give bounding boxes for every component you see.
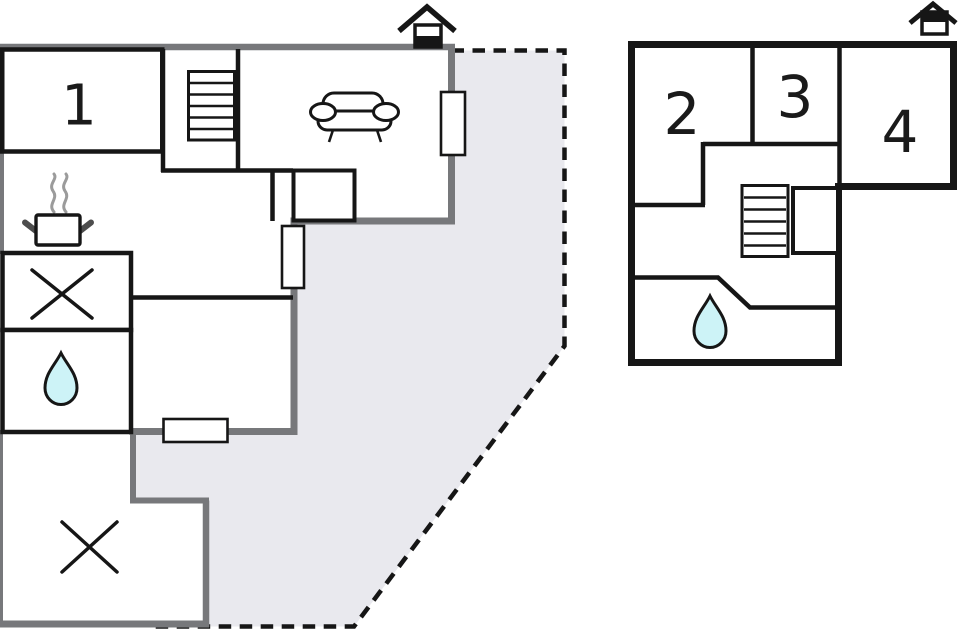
water-droplet-icon-upper bbox=[692, 292, 728, 349]
house-lower-level-icon bbox=[397, 3, 457, 49]
cross-marker-icon-upper bbox=[30, 268, 94, 320]
ground-interior-walls bbox=[0, 47, 357, 435]
water-droplet-icon-ground bbox=[43, 349, 79, 406]
room-3-label: 3 bbox=[777, 63, 814, 131]
staircase-icon-upper bbox=[740, 184, 840, 258]
room-2-label: 2 bbox=[664, 80, 701, 148]
steam-icon bbox=[50, 172, 69, 214]
bathroom-wall bbox=[631, 275, 838, 310]
plot-boundary-dashed-line bbox=[150, 48, 567, 629]
cross-marker-icon-lower bbox=[60, 520, 119, 574]
room-4-label: 4 bbox=[882, 98, 919, 166]
stove-pot-icon bbox=[22, 172, 94, 247]
room-1-label: 1 bbox=[61, 74, 97, 139]
openings bbox=[162, 90, 467, 444]
closet-walls bbox=[291, 168, 357, 223]
ground-floor-plan: 1 bbox=[0, 3, 567, 629]
staircase-icon bbox=[187, 70, 236, 142]
room-1-walls bbox=[0, 47, 165, 154]
window-marker-right bbox=[439, 90, 467, 157]
house-upper-level-icon bbox=[908, 0, 958, 36]
bathroom-walls bbox=[0, 327, 134, 435]
upper-floor-plan: 2 3 4 bbox=[628, 0, 958, 366]
door-marker-terrace bbox=[280, 224, 306, 290]
window-marker-bottom bbox=[162, 417, 229, 444]
upper-interior-walls bbox=[631, 46, 842, 310]
sofa-icon bbox=[309, 91, 400, 143]
stair-landing bbox=[791, 186, 840, 255]
terrace-area bbox=[133, 50, 565, 627]
